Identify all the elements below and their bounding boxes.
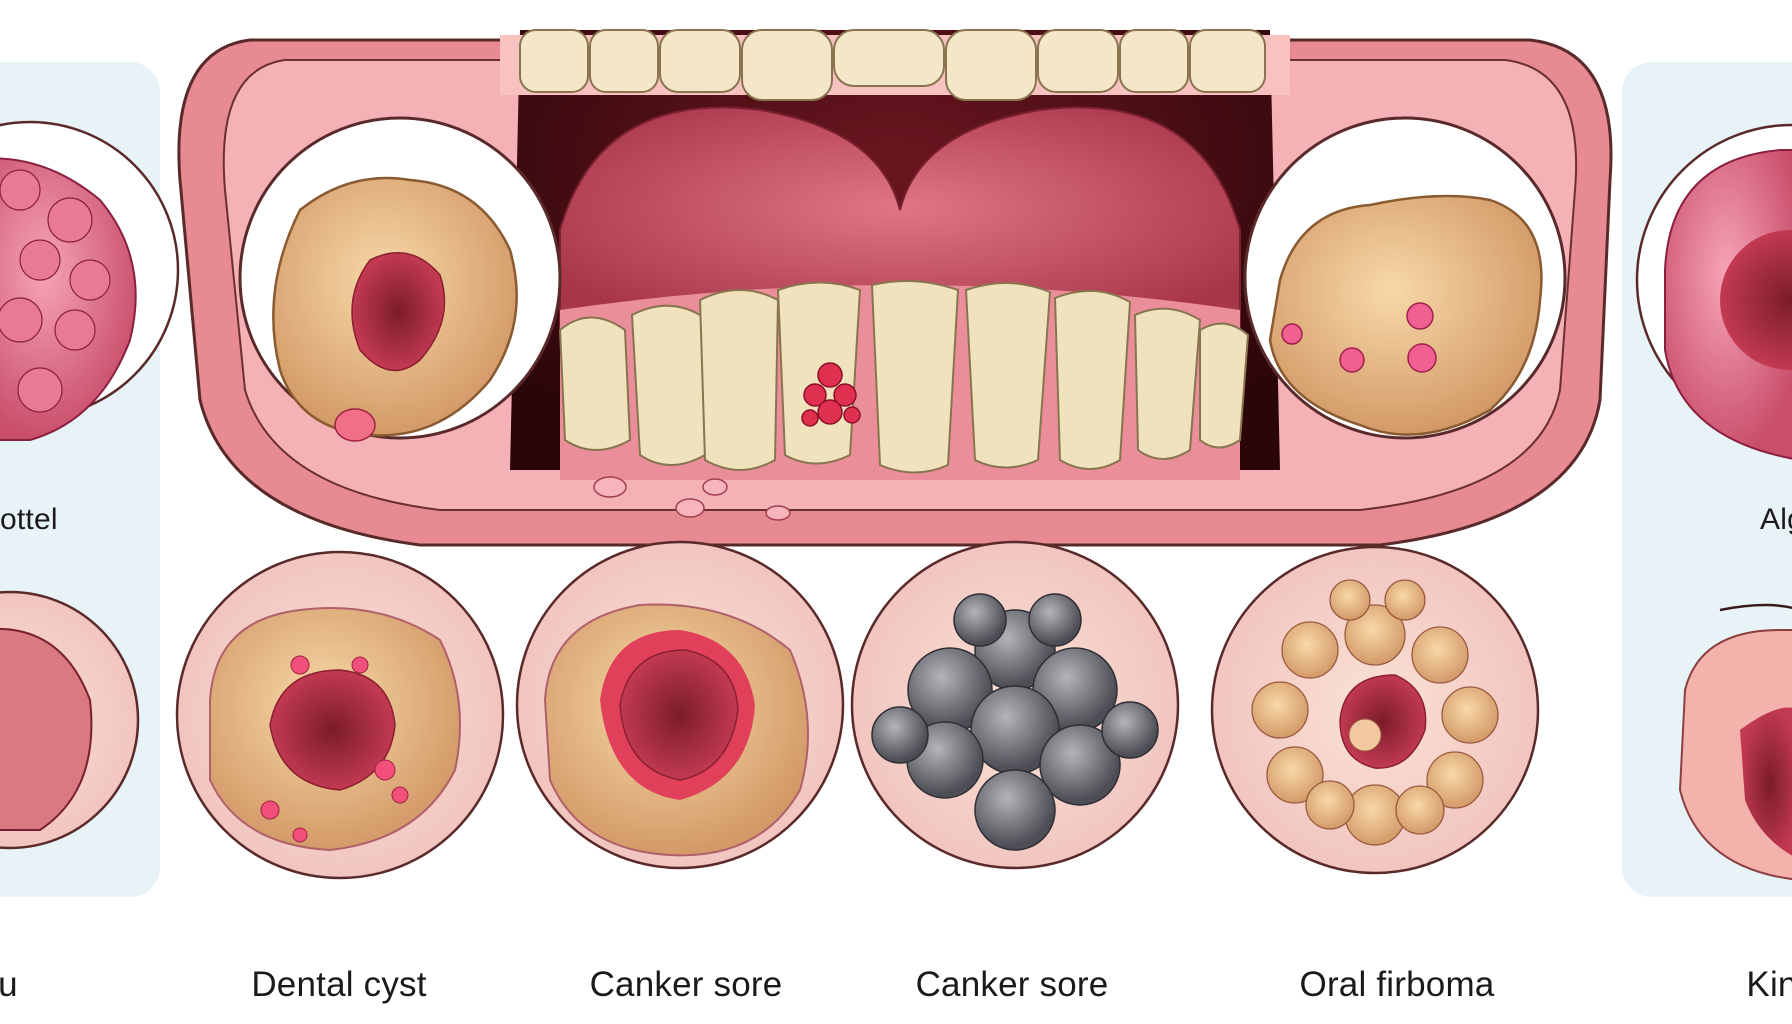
label-top-right: Algu [1760, 503, 1792, 536]
label-canker-sore-2: Canker sore [915, 965, 1109, 1004]
label-canker-sore-1: Canker sore [589, 965, 783, 1004]
specimen-dental-cyst [175, 550, 505, 880]
upper-teeth [519, 29, 1266, 101]
label-dental-cyst: Dental cyst [251, 965, 427, 1004]
inset-left-ulcer [351, 252, 446, 372]
label-bottom-far-right: Kin [1746, 965, 1792, 1004]
label-oral-fibroma: Oral firboma [1299, 965, 1495, 1004]
specimen-top-left [0, 120, 180, 441]
specimen-top-right [1635, 123, 1792, 460]
lower-teeth [558, 280, 1250, 474]
label-bottom-far-left: u [0, 965, 18, 1004]
inset-right-lesion [1268, 194, 1543, 436]
inset-right-spots [1281, 302, 1437, 373]
mouth-diagram [177, 29, 1613, 547]
specimen-oral-fibroma [1210, 545, 1540, 875]
label-top-left: ottel [0, 503, 58, 536]
specimen-bottom-far-left [0, 590, 140, 850]
inset-left-blister [334, 408, 376, 442]
tongue [559, 106, 1241, 331]
gum-lesion [801, 362, 861, 427]
specimen-canker-sore-2 [850, 540, 1180, 870]
floor-blisters [593, 476, 791, 521]
specimen-bottom-far-right [1678, 603, 1792, 880]
specimen-canker-sore-1 [515, 540, 845, 870]
